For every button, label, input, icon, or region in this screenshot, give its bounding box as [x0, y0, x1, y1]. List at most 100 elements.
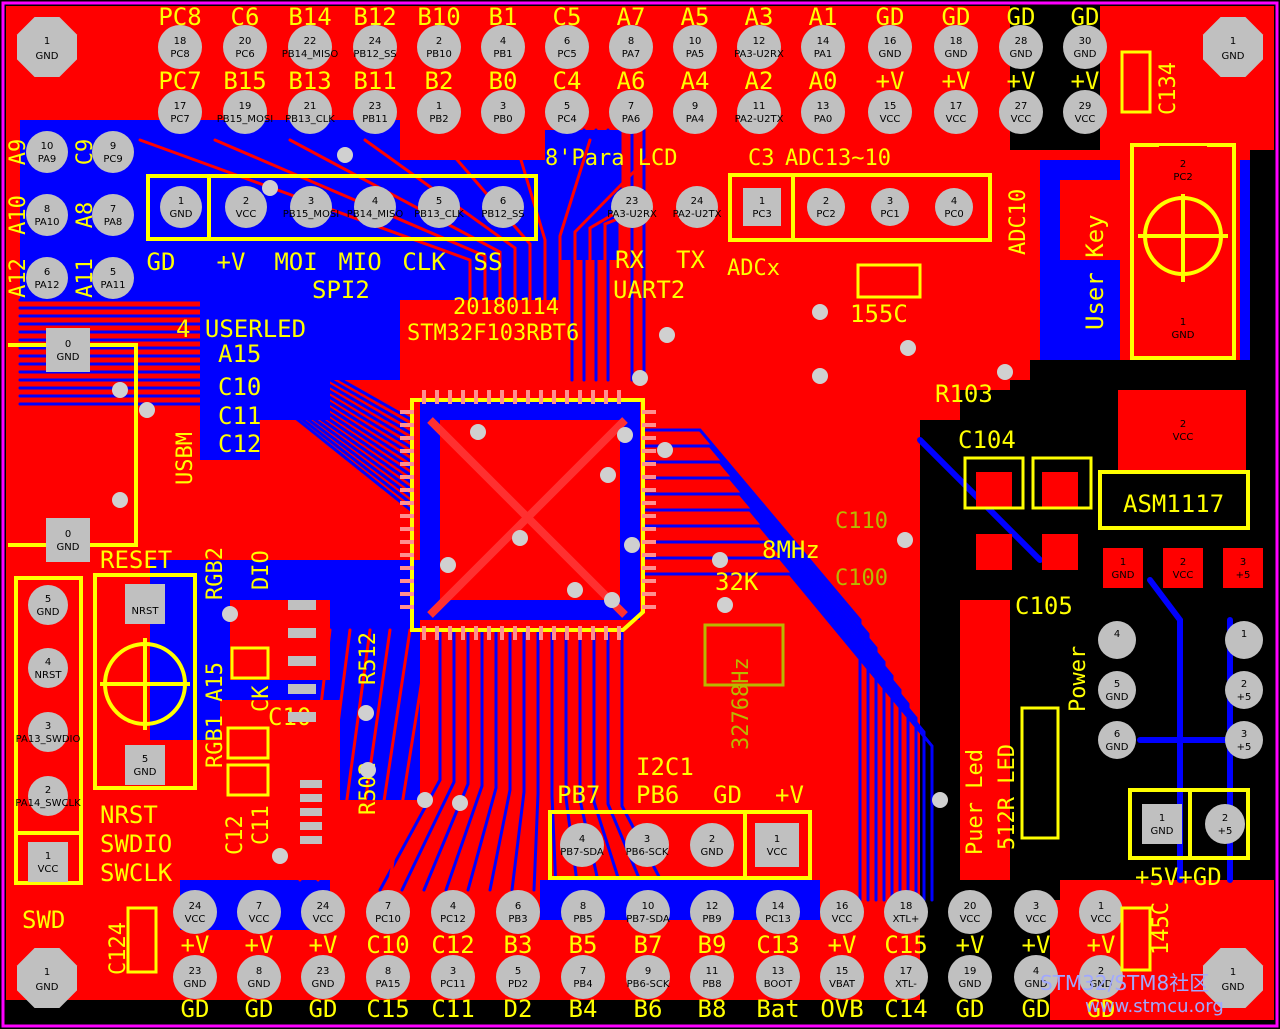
header-left-label: C9 — [73, 139, 98, 166]
uart-tx-label: TX — [676, 246, 705, 274]
spi-label: +V — [217, 248, 246, 276]
header-left-label: A8 — [73, 202, 98, 229]
pad-number: 2 — [709, 834, 715, 845]
adc-c3-label: C3 — [748, 146, 775, 171]
pad-number: 0 — [65, 339, 71, 350]
power-connector-pad: 2+5 — [1205, 804, 1245, 844]
pad-number: 4 — [579, 834, 585, 845]
pad-net: PB1 — [493, 49, 512, 60]
pad-net: PA2-U2TX — [673, 209, 722, 220]
pad-net: PC2 — [1173, 172, 1192, 183]
header-top-label: GD — [1071, 3, 1100, 31]
pad-net: PA2-U2TX — [735, 114, 784, 125]
pad-number: 6 — [1114, 729, 1120, 740]
via — [112, 382, 128, 398]
pad-net: PB6-SCK — [626, 847, 669, 858]
header-left-label: A9 — [6, 139, 31, 166]
pad-number: 27 — [1015, 101, 1028, 112]
pad-net: GND — [1010, 49, 1033, 60]
via — [632, 370, 648, 386]
capacitor-pad — [1042, 534, 1078, 570]
header-top-label: C6 — [231, 3, 260, 31]
pad-number: 5 — [1114, 679, 1120, 690]
pad-net: PA3-U2RX — [607, 209, 657, 220]
swd-line-3: SWCLK — [100, 859, 173, 887]
pad-net: VCC — [313, 914, 334, 925]
pad-net: GND — [1112, 570, 1135, 581]
pad-net: PA5 — [686, 49, 705, 60]
pad-net: VCC — [1173, 570, 1194, 581]
regulator-pin-pad: 3+5 — [1223, 548, 1263, 588]
header-bottom-label: GD — [1087, 995, 1116, 1023]
pad-net: PA8 — [104, 217, 123, 228]
c110-label: C110 — [835, 509, 888, 534]
pad-net: PD2 — [508, 979, 528, 990]
capacitor-pad — [976, 472, 1012, 508]
header-bottom-label: GD — [1022, 995, 1051, 1023]
pad-number: 23 — [317, 966, 330, 977]
pad-net: PB0 — [493, 114, 512, 125]
pad-number: 17 — [950, 101, 963, 112]
i2c-label-3: GD — [713, 781, 742, 809]
header-bottom-label: C13 — [756, 931, 799, 959]
via — [604, 592, 620, 608]
pad-number: 3 — [1240, 557, 1246, 568]
pad-net: PC0 — [944, 209, 963, 220]
pad-net: PA0 — [814, 114, 833, 125]
pad-number: 5 — [110, 267, 116, 278]
user-led-title: 4 USERLED — [176, 315, 306, 343]
spi-label: MOI — [274, 248, 317, 276]
power-leds: Puer Led 512R LED — [963, 706, 1060, 855]
pad-number: 1 — [1241, 629, 1247, 640]
pad-net: PB7-SDA — [560, 847, 604, 858]
header-bottom-label: C14 — [884, 995, 927, 1023]
xtal32-label: 32768Hz — [729, 657, 754, 750]
pad-net: PB9 — [702, 914, 721, 925]
pad-net: VCC — [767, 847, 788, 858]
header-bottom-label: B6 — [634, 995, 663, 1023]
pad-number: 8 — [580, 901, 586, 912]
adc-sub-label: ADCx — [727, 256, 780, 281]
pad-number: 1 — [44, 36, 50, 47]
pad-net: XTL- — [895, 979, 917, 990]
pad-net: GND — [57, 542, 80, 553]
pad-net: PA6 — [622, 114, 641, 125]
pad-number: 17 — [174, 101, 187, 112]
pad-net: GND — [248, 979, 271, 990]
header-top-label: +V — [876, 67, 905, 95]
pad-number: 7 — [385, 901, 391, 912]
c124-label: C124 — [106, 922, 131, 975]
via — [262, 180, 278, 196]
header-top-label: +V — [1007, 67, 1036, 95]
pad-number: 1 — [1230, 967, 1236, 978]
adc-title: ADC13~10 — [785, 146, 891, 171]
pad-net: PC12 — [440, 914, 466, 925]
via — [812, 368, 828, 384]
header-bottom-label: C12 — [431, 931, 474, 959]
pad-number: 2 — [243, 196, 249, 207]
via — [272, 848, 288, 864]
pad-net: PC8 — [170, 49, 189, 60]
header-bottom-label: OVB — [820, 995, 863, 1023]
pad-net: PA1 — [814, 49, 833, 60]
header-top-label: A5 — [681, 3, 710, 31]
pad-net: PB12_SS — [481, 209, 524, 220]
header-left-label: A12 — [6, 258, 31, 298]
pad-number: 1 — [759, 196, 765, 207]
pad-number: 12 — [706, 901, 719, 912]
via — [617, 427, 633, 443]
